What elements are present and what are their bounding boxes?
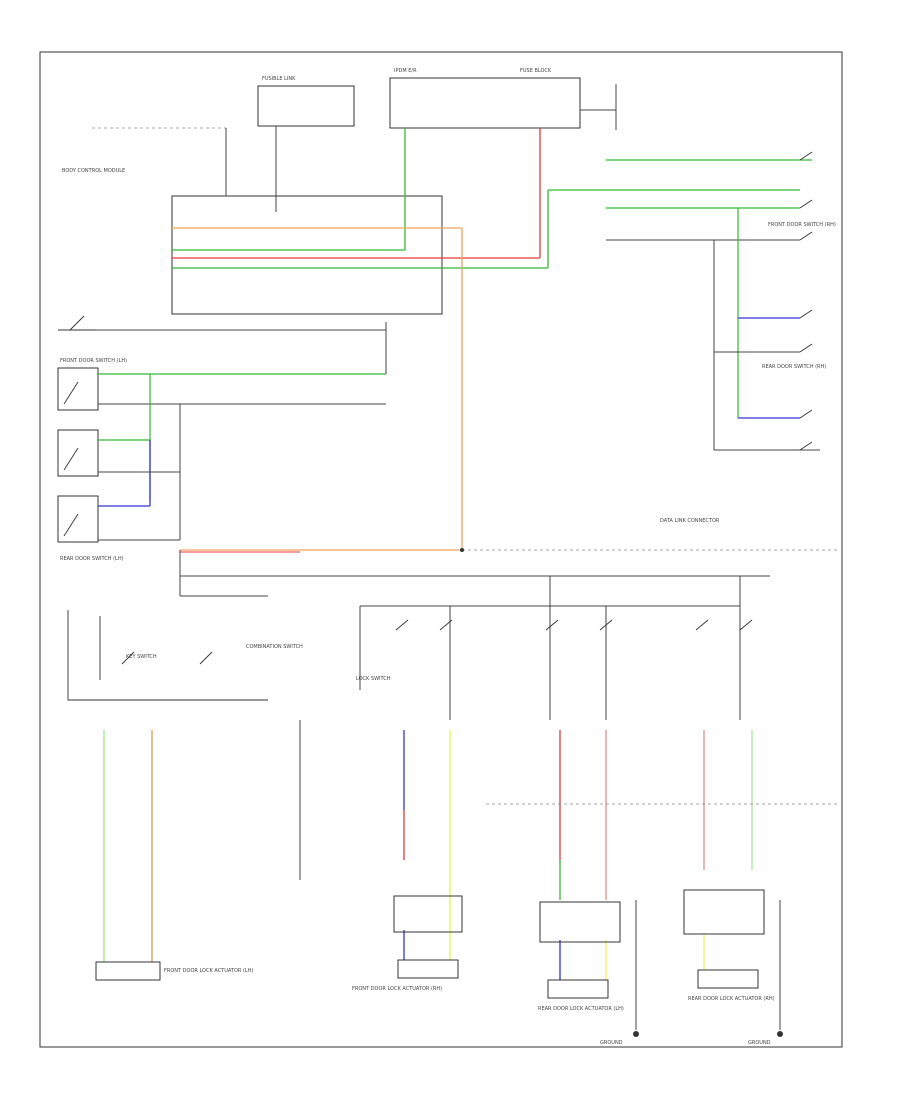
node-mid-bus [460,548,464,552]
label-door-switch-front-left: FRONT DOOR SWITCH (LH) [60,358,127,364]
label-ground-right: GROUND [748,1040,771,1046]
label-actuator-front-right: FRONT DOOR LOCK ACTUATOR (RH) [352,986,442,992]
motor-front-right [397,959,459,979]
motor-rear-right [697,969,759,989]
actuator-rear-left [539,901,621,943]
label-door-switch-front-right: FRONT DOOR SWITCH (RH) [768,222,836,228]
component-box-bcm [171,195,443,315]
component-box-ipdm [389,77,581,129]
switches-right [799,151,813,451]
label-actuator-rear-left: REAR DOOR LOCK ACTUATOR (LH) [538,1006,624,1012]
label-door-switch-rear-left: REAR DOOR SWITCH (LH) [60,556,124,562]
label-key-switch: KEY SWITCH [126,654,157,660]
label-data-link: DATA LINK CONNECTOR [660,518,720,524]
component-box-relay [257,85,355,127]
actuator-front-left [95,961,161,981]
left-switch-box-3 [57,495,99,543]
component-label-bcm: BODY CONTROL MODULE [62,168,125,174]
switch-left-top [58,315,96,331]
label-actuator-front-left: FRONT DOOR LOCK ACTUATOR (LH) [164,968,253,974]
left-lower-switch-block [67,610,268,701]
actuator-front-right [393,895,463,933]
actuator-rear-right [683,889,765,935]
left-switch-box-2 [57,429,99,477]
switches-lower [395,619,753,631]
component-label-fuse-block: FUSE BLOCK [520,68,552,74]
label-door-switch-rear-right: REAR DOOR SWITCH (RH) [762,364,826,370]
ground-right-icon [777,1031,783,1037]
label-combination-switch: COMBINATION SWITCH [246,644,303,650]
diagram-frame [39,51,843,1048]
component-label-ipdm: IPDM E/R [394,68,417,74]
switches-left [63,381,79,537]
label-ground-left: GROUND [600,1040,623,1046]
label-actuator-rear-right: REAR DOOR LOCK ACTUATOR (RH) [688,996,775,1002]
label-lock-switch: LOCK SWITCH [356,676,391,682]
component-label-relay: FUSIBLE LINK [262,76,296,82]
motor-rear-left [547,979,609,999]
left-switch-box-1 [57,367,99,411]
ground-mid-icon [633,1031,639,1037]
